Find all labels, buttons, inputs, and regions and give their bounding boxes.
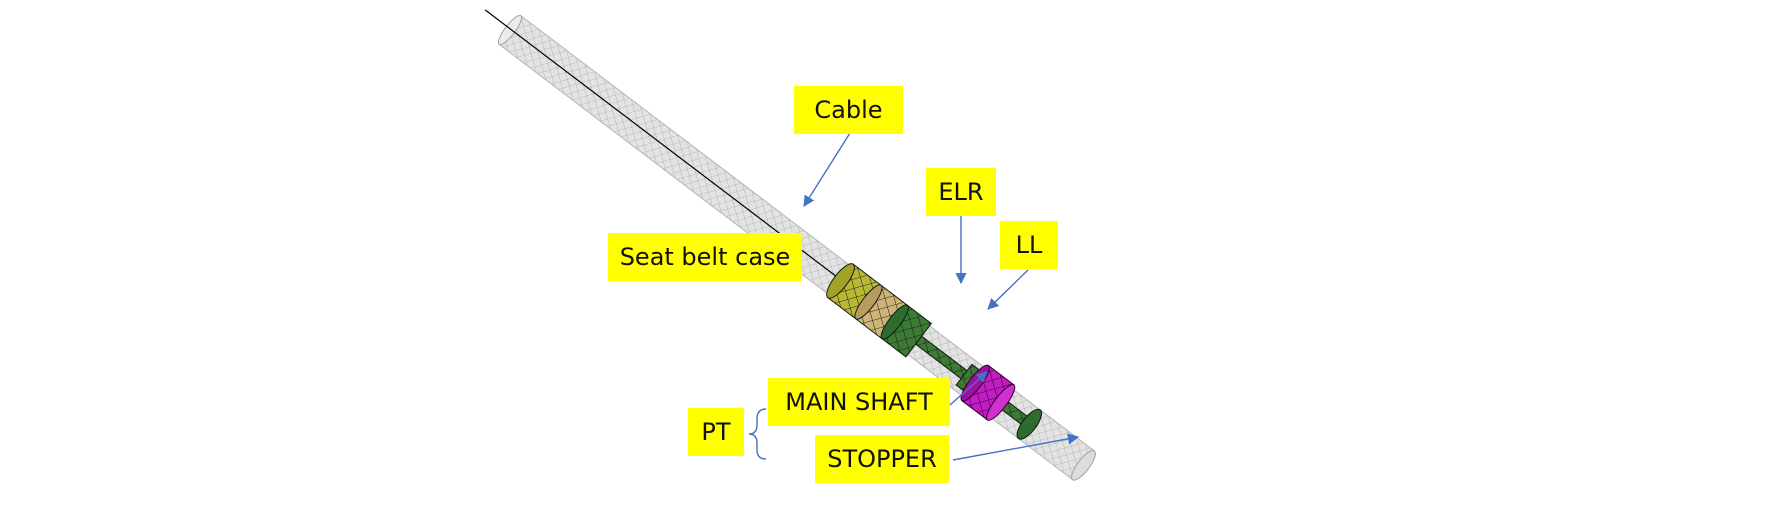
- main-shaft-arrow: [949, 371, 988, 406]
- elr-component: [826, 263, 882, 319]
- seat-belt-case-label: Seat belt case: [608, 233, 802, 281]
- ll-component: [854, 284, 908, 339]
- pt-label: PT: [688, 408, 744, 456]
- cable-arrow: [803, 132, 851, 207]
- main-shaft-label: MAIN SHAFT: [768, 378, 950, 426]
- cable-label: Cable: [794, 86, 903, 134]
- ll-label: LL: [1000, 221, 1058, 269]
- stopper-arrow: [952, 433, 1080, 461]
- stopper-label: STOPPER: [815, 435, 949, 483]
- elr-label: ELR: [926, 168, 996, 216]
- pt-brace: [748, 408, 767, 460]
- leader-arrows: [803, 132, 1080, 461]
- ll-arrow: [987, 269, 1029, 310]
